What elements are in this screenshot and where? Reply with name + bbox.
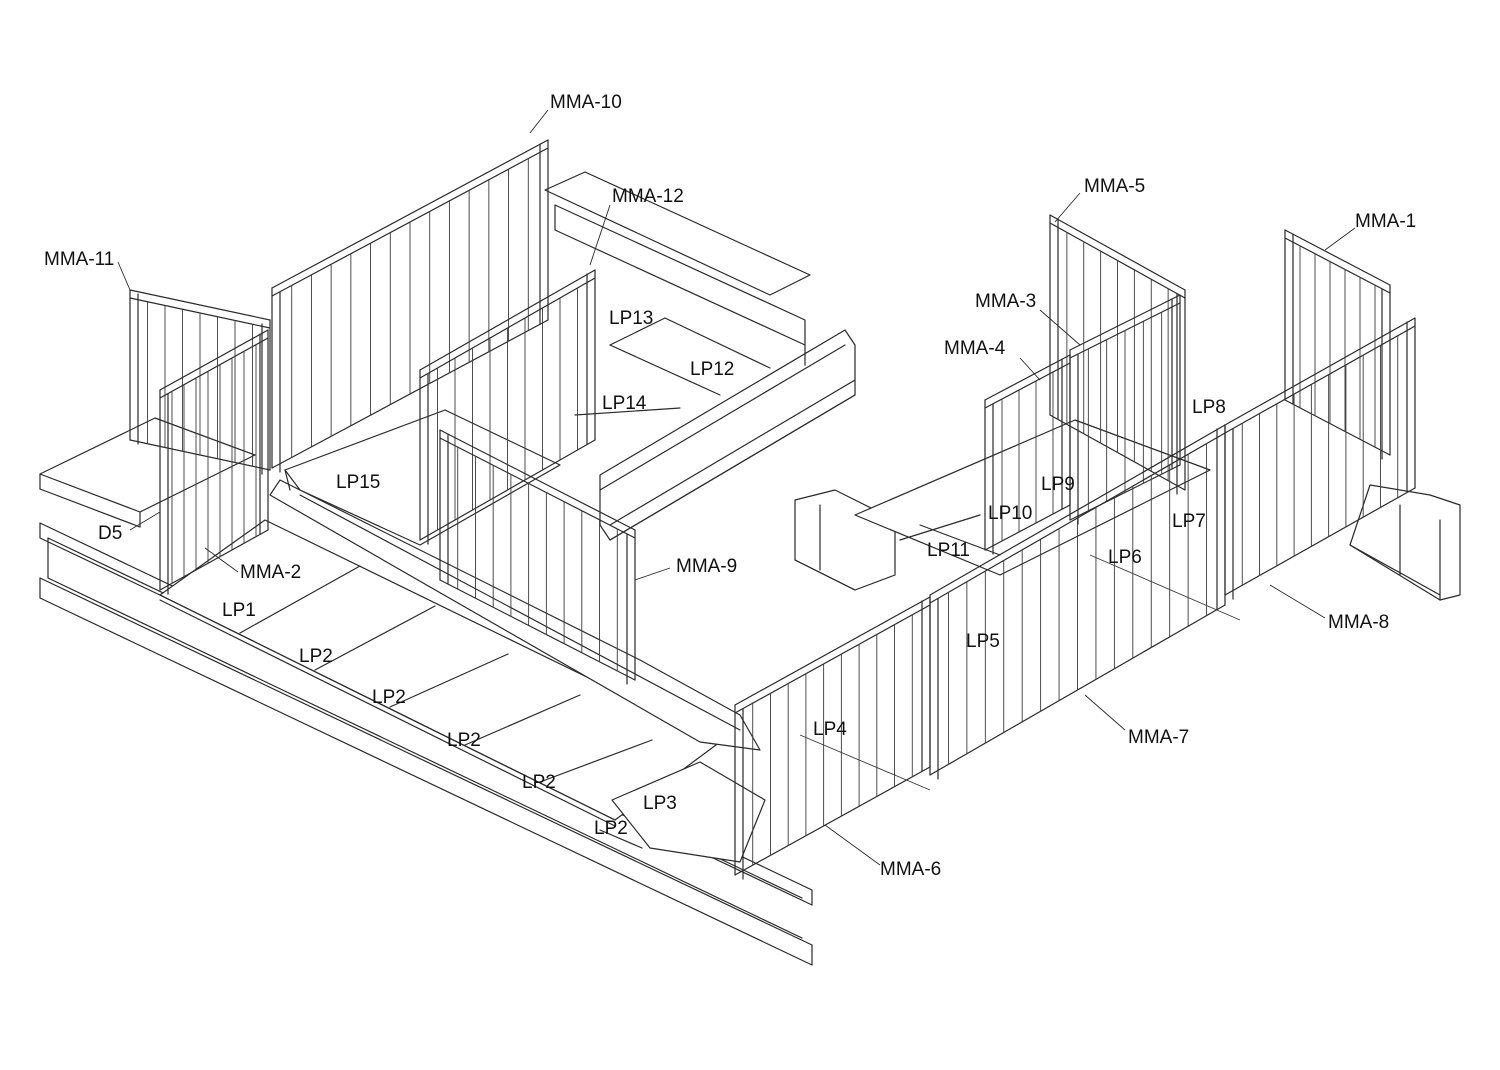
label-mma-6: MMA-6 [880, 859, 941, 880]
railing-mma-4 [984, 354, 1071, 555]
label-lp2: LP2 [447, 730, 481, 751]
railing-mma-11 [129, 289, 271, 475]
label-lp1: LP1 [222, 600, 256, 621]
labels: MMA-10 MMA-12 MMA-11 MMA-5 MMA-1 MMA-3 M… [44, 92, 1416, 880]
label-d5: D5 [98, 523, 122, 544]
label-lp2: LP2 [372, 687, 406, 708]
label-lp2: LP2 [594, 818, 628, 839]
cross-beam-center [269, 479, 761, 751]
railing-mma-1 [1284, 229, 1391, 460]
label-mma-5: MMA-5 [1084, 176, 1145, 197]
upper-left-platform [284, 171, 856, 546]
label-mma-9: MMA-9 [676, 556, 737, 577]
label-lp12: LP12 [690, 359, 734, 380]
label-mma-11: MMA-11 [44, 249, 114, 270]
label-mma-8: MMA-8 [1328, 612, 1389, 633]
label-lp6: LP6 [1108, 547, 1142, 568]
label-lp15: LP15 [336, 472, 380, 493]
label-lp2: LP2 [299, 646, 333, 667]
label-mma-7: MMA-7 [1128, 727, 1189, 748]
railing-mma-9 [439, 429, 636, 685]
railing-mma-3 [1069, 294, 1181, 525]
railing-mma-6 [734, 596, 931, 880]
label-mma-1: MMA-1 [1355, 211, 1416, 232]
railing-mma-10 [271, 139, 549, 473]
railing-mma-12 [419, 269, 596, 545]
railing-mma-7 [929, 424, 1226, 780]
label-lp4: LP4 [813, 719, 847, 740]
label-lp14: LP14 [602, 393, 647, 414]
label-mma-12: MMA-12 [612, 186, 684, 207]
label-lp8: LP8 [1192, 397, 1226, 418]
label-lp3: LP3 [643, 793, 677, 814]
label-lp10: LP10 [988, 503, 1032, 524]
label-mma-3: MMA-3 [975, 291, 1036, 312]
railings [129, 139, 1416, 880]
leader-lines [117, 109, 1356, 866]
label-lp13: LP13 [609, 308, 653, 329]
label-mma-4: MMA-4 [944, 338, 1006, 359]
label-lp11: LP11 [927, 540, 970, 561]
label-lp9: LP9 [1041, 474, 1075, 495]
label-mma-2: MMA-2 [240, 562, 301, 583]
label-lp7: LP7 [1172, 511, 1206, 532]
label-lp2: LP2 [522, 772, 556, 793]
railing-mma-2 [159, 329, 269, 595]
label-mma-10: MMA-10 [550, 92, 622, 113]
label-lp5: LP5 [966, 631, 1000, 652]
